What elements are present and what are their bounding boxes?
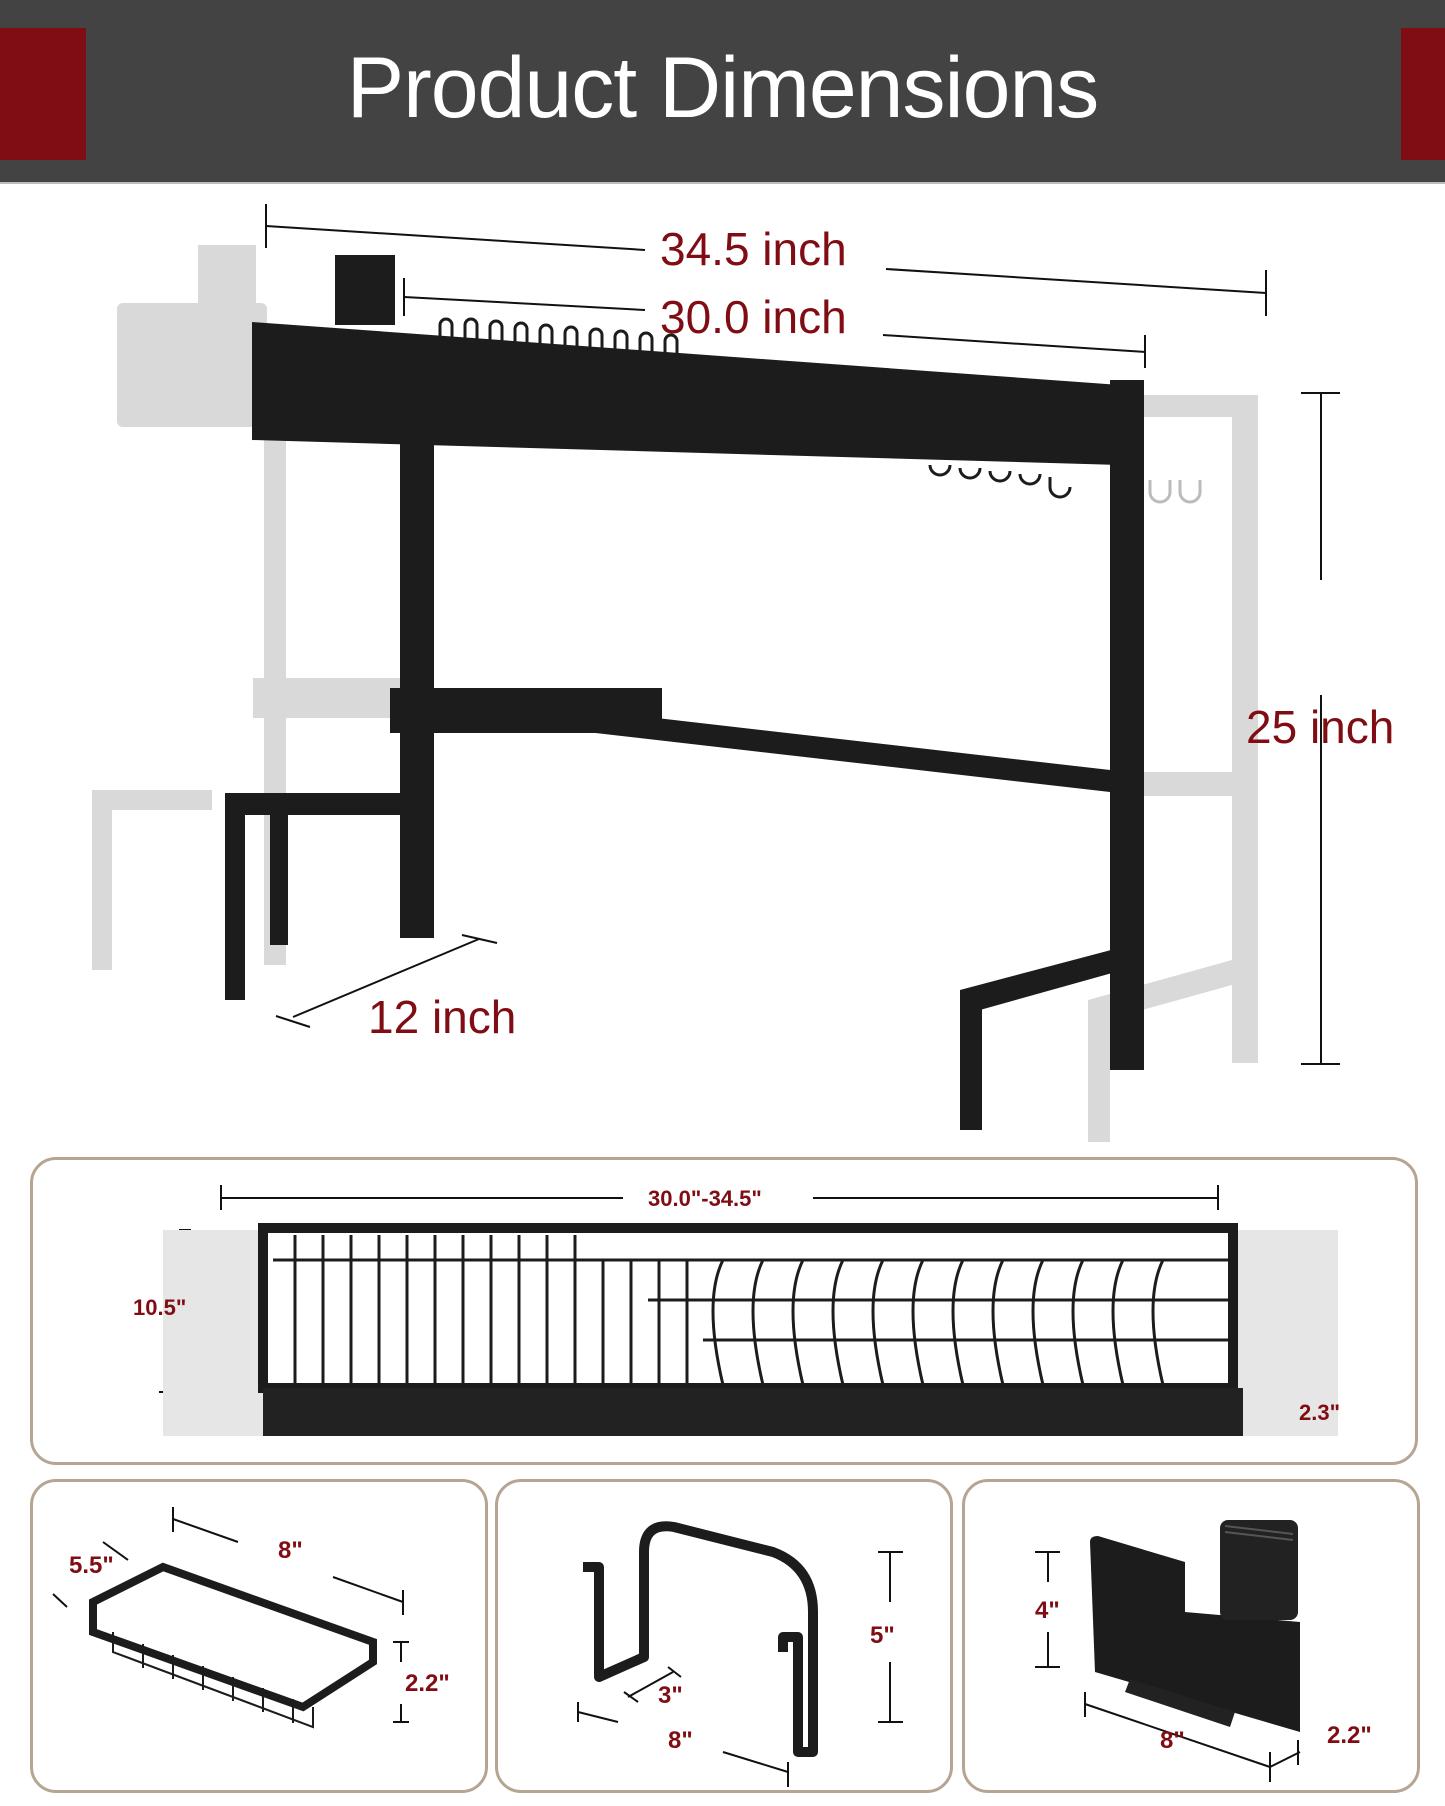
tray-width-range-label: 30.0"-34.5" xyxy=(648,1186,762,1211)
main-rack-illustration: 34.5 inch 30.0 inch 25 inch 12 inch xyxy=(0,184,1445,1154)
knife-holder-depth-label: 2.2" xyxy=(1327,1722,1372,1749)
dimension-lines xyxy=(265,204,1340,1065)
knife-holder-width-label: 8" xyxy=(1160,1727,1185,1754)
depth-label: 12 inch xyxy=(368,991,517,1043)
board-holder-height-label: 5" xyxy=(870,1622,895,1649)
top-tray-drawing xyxy=(159,1185,1338,1436)
board-holder-drawing xyxy=(577,1521,903,1787)
board-holder-width-label: 8" xyxy=(668,1727,693,1754)
basket-panel: 5.5" 8" 2.2" xyxy=(30,1479,488,1793)
tray-height-label: 2.3" xyxy=(1299,1400,1341,1425)
main-frame xyxy=(225,255,1144,1130)
knife-holder-drawing xyxy=(1035,1520,1301,1782)
header-accent-left xyxy=(0,28,86,160)
board-holder-depth-label: 3" xyxy=(658,1682,683,1709)
tray-depth-label: 10.5" xyxy=(133,1295,187,1320)
basket-width-label: 8" xyxy=(278,1537,303,1564)
top-tray-panel: 30.0"-34.5" 10.5" 2.3" xyxy=(30,1157,1418,1465)
width-max-label: 34.5 inch xyxy=(660,223,847,275)
knife-holder-height-label: 4" xyxy=(1035,1597,1060,1624)
width-min-label: 30.0 inch xyxy=(660,291,847,343)
page-title: Product Dimensions xyxy=(346,40,1100,136)
extended-frame-ghost xyxy=(92,245,1258,1142)
basket-depth-label: 5.5" xyxy=(69,1552,114,1579)
header-accent-right xyxy=(1401,28,1445,160)
basket-drawing xyxy=(52,1507,409,1729)
rack-drawing xyxy=(92,204,1340,1142)
tray-wires xyxy=(273,1235,1228,1385)
plate-prongs xyxy=(318,317,1072,499)
knife-holder-panel: 4" 8" 2.2" xyxy=(962,1479,1420,1793)
height-label: 25 inch xyxy=(1246,701,1395,753)
board-holder-panel: 3" 8" 5" xyxy=(495,1479,953,1793)
header-banner: Product Dimensions xyxy=(0,0,1445,184)
basket-height-label: 2.2" xyxy=(405,1670,450,1697)
